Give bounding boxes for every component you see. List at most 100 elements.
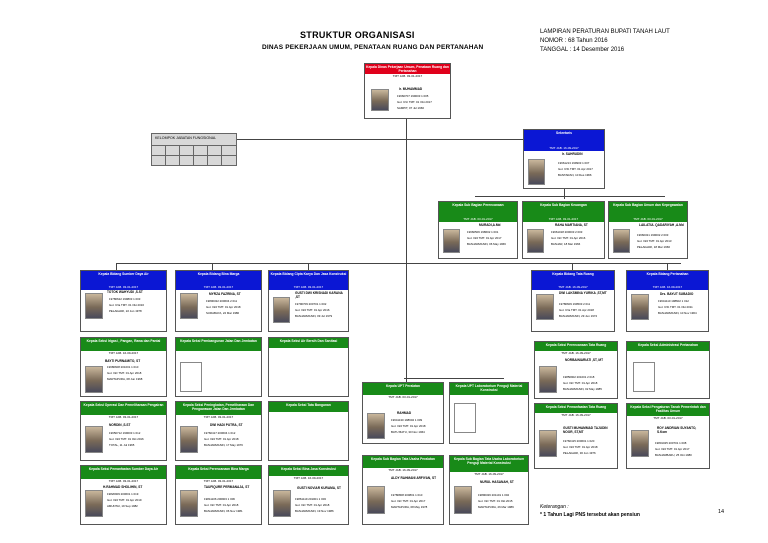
info-line: Gol. III/c TMT. 01 Apr 2018 — [107, 370, 142, 375]
photo — [367, 413, 385, 439]
info-line: SAMPIT, 07 Jul 1966 — [397, 105, 424, 110]
info-line: PELAIHARI, 22 Jun 1978 — [109, 308, 142, 313]
connector-line — [475, 196, 665, 197]
keterangan-text: * 1 Tahun Lagi PNS tersebut akan pensiun — [540, 512, 640, 518]
tmt-label: TMT JAB. 16-09-2017 — [627, 285, 708, 290]
photo — [527, 229, 544, 253]
info-line: MARTAPURA, 26 Mar 1989 — [478, 504, 514, 509]
tmt-label: TMT JAB. 03-01-2017 — [108, 479, 139, 483]
info-line: 19650712 199003 1 012 — [109, 431, 141, 435]
info-line: BANJARMASIN, 17 May 1976 — [204, 442, 243, 447]
info-line: 19780622 199803 1 003 — [109, 297, 141, 301]
seksi-box: Kepala Seksi Operasi Dan Pemeliharaan Pe… — [80, 401, 167, 461]
info-line: Gol. III/d TMT. 01 Apr 2018 — [206, 304, 241, 309]
subbag-title: Kepala Sub Bagian Umum dan Kepegawaian — [609, 202, 687, 217]
official-info: 19780622 199803 1 003 Gol. IV/a TMT. 01 … — [109, 297, 144, 314]
seksi-box: Kepala Seksi Perencanaan Tata Ruang TMT … — [534, 341, 618, 399]
info-line: 19660506 198602 1 001 — [467, 230, 499, 234]
photo — [528, 159, 545, 185]
subbag-box-umum: Kepala Sub Bagian Umum dan Kepegawaian T… — [608, 201, 688, 259]
page-subtitle: DINAS PEKERJAAN UMUM, PENATAAN RUANG DAN… — [262, 44, 484, 51]
photo — [539, 366, 557, 393]
info-line: PELAIHARI, 18 Mar 1966 — [637, 244, 670, 249]
official-info: 19680608 201001 1 010 Gol. III/c TMT. 01… — [107, 365, 142, 382]
official-name: H.RAHMAD SHOLIHIN, ST — [103, 485, 143, 489]
info-line: BATU BATU, 30 Nov 1964 — [391, 429, 425, 434]
photo — [536, 294, 554, 320]
info-line: BANTARAN, 10 Des 1966 — [558, 172, 592, 177]
official-info: 19850902 201001 2 018 Gol. III/c TMT. 01… — [563, 375, 602, 392]
tmt-label: TMT JAB. 16-09-2017 — [293, 476, 324, 480]
bidang-title: Kepala Bidang Sumber Daya Air — [81, 271, 166, 285]
info-line: Gol. IV/c TMT. 01 Okt 2017 — [397, 99, 432, 104]
photo — [85, 293, 103, 319]
page-title: STRUKTUR ORGANISASI — [300, 30, 415, 40]
grid-cell — [165, 155, 180, 166]
photo — [613, 229, 630, 253]
official-name: TOTOK WAHYUDI ,S.ST — [107, 290, 143, 294]
official-name: DWI HADI PUTRA, ST — [210, 423, 243, 427]
info-line: MARTAPURA, 08 Jun 1968 — [107, 376, 143, 381]
grid-cell — [207, 155, 222, 166]
info-line: 19800322 200604 2 011 — [206, 299, 238, 303]
info-line: 19760415 200601 1 020 — [563, 439, 595, 443]
seksi-box: Kepala Seksi Pembangunan Jalan Dan Jemba… — [175, 337, 262, 397]
official-name: ROY ANDRIAN SUYANTO, S.Kom — [657, 426, 697, 434]
bidang-title: Kepala Bidang Tata Ruang — [532, 271, 614, 285]
info-line: Gol. III/d TMT. 01 Apr 2018 — [391, 423, 426, 428]
info-line: Gol. III/c TMT. 01 Apr 2018 — [295, 502, 330, 507]
bidang-box-pertanahan: Kepala Bidang Pertanahan TMT JAB. 16-09-… — [626, 270, 709, 332]
info-line: Gol. III/d TMT. 01 Apr 2019 — [107, 497, 142, 502]
info-line: Gol. III/d TMT. 01 Apr 2017 — [655, 446, 690, 451]
info-line: BANJAR, 18 Mar 1966 — [551, 241, 581, 246]
official-name: Ir. SAHRUDIN — [562, 152, 583, 156]
subbag-box-perencanaan: Kepala Sub Bagian Perencanaan TMT JAB. 0… — [438, 201, 518, 259]
seksi-title: Kepala Seksi Bina Jasa Konstruksi — [269, 466, 348, 476]
subbag-title: Kepala Sub Bagian Keuangan — [523, 202, 604, 217]
info-line: Gol. III/d TMT. 01 Okt 2016 — [109, 436, 144, 441]
bidang-box-cipta-karya: Kepala Bidang Cipta Karya Dan Jasa Konst… — [268, 270, 349, 332]
photo — [631, 294, 649, 320]
official-name: BAYTI PURNAMITO, ST — [105, 359, 141, 363]
photo-placeholder — [454, 403, 476, 433]
lampiran-line: TANGGAL : 14 Desember 2016 — [540, 47, 625, 53]
official-info: 19811106 200903 1 006 Gol. III/c TMT. 01… — [204, 497, 243, 514]
photo — [180, 426, 198, 453]
info-line: 19660321 199002 2 003 — [637, 233, 669, 237]
official-name: NURUL HASANAH, ST — [480, 480, 514, 484]
official-name: GUSTI MUHAMMAD TAJUDIN NOOR, ST,MT — [563, 426, 608, 434]
kepala-dinas-box: Kepala Dinas Pekerjaan Umum, Penataan Ru… — [364, 63, 451, 119]
tmt-label: TMT JAB. 03-01-2017 — [269, 285, 348, 290]
seksi-title: Kepala Seksi Tata Bangunan — [269, 402, 348, 412]
info-line: BANJARMASIN, 02 May 1985 — [563, 386, 602, 391]
seksi-box: Kepala Seksi Peningkatan, Pemeliharaan D… — [175, 401, 262, 461]
tmt-label: TMT JAB. 03-01-2017 — [653, 416, 683, 420]
official-info: 19790709 200701 1 002 Gol. III/d TMT. 01… — [295, 302, 332, 319]
official-info: 19641110 198602 1 012 Gol. IV/b TMT. 01 … — [658, 299, 697, 316]
info-line: 19861119 201001 1 003 — [295, 497, 326, 501]
photo — [85, 490, 103, 517]
connector-line — [116, 263, 117, 271]
photo-placeholder — [633, 362, 655, 392]
tmt-label: TMT JAB. 16-09-2017 — [474, 472, 504, 476]
sekretaris-box: Sekretaris TMT JAB. 16-09-2017 Ir. SAHRU… — [523, 129, 605, 189]
info-line: Gol. IV/a TMT. 01 Okt 2016 — [109, 302, 144, 307]
lampiran-line: NOMOR : 68 Tahun 2016 — [540, 38, 608, 44]
official-info: 19820909 200601 1 019 Gol. III/d TMT. 01… — [107, 492, 142, 509]
connector-line — [667, 263, 668, 271]
official-info: 19800322 200604 2 011 Gol. III/d TMT. 01… — [206, 299, 241, 316]
lampiran-block: LAMPIRAN PERATURAN BUPATI TANAH LAUT NOM… — [540, 28, 670, 55]
seksi-title: Kepala Seksi Administrasi Pertanahan — [627, 342, 709, 351]
info-line: Gol. III/d TMT. 01 Apr 2018 — [204, 436, 239, 441]
info-line: 19661018 200003 2 003 — [551, 230, 583, 234]
official-info: 19660506 198602 1 001 Gol. III/d TMT. 01… — [467, 230, 506, 247]
seksi-title: Kepala Seksi Irigasi , Pangan, Rawa dan … — [81, 338, 166, 351]
seksi-box: Kepala Seksi Administrasi Pertanahan — [626, 341, 710, 399]
photo — [443, 229, 460, 253]
official-name: LAILATUL QADARIYAH ,A.Md — [639, 223, 684, 227]
info-line: TOTAL, 11 Jul 1965 — [109, 442, 135, 447]
photo — [180, 490, 198, 517]
connector-line — [212, 263, 213, 271]
official-name: ALDY RAHMANI ARFIYAN, ST — [391, 476, 437, 480]
upt-box-peralatan: Kepala UPT Peralatan TMT JAB. 03-01-2017… — [362, 382, 444, 444]
